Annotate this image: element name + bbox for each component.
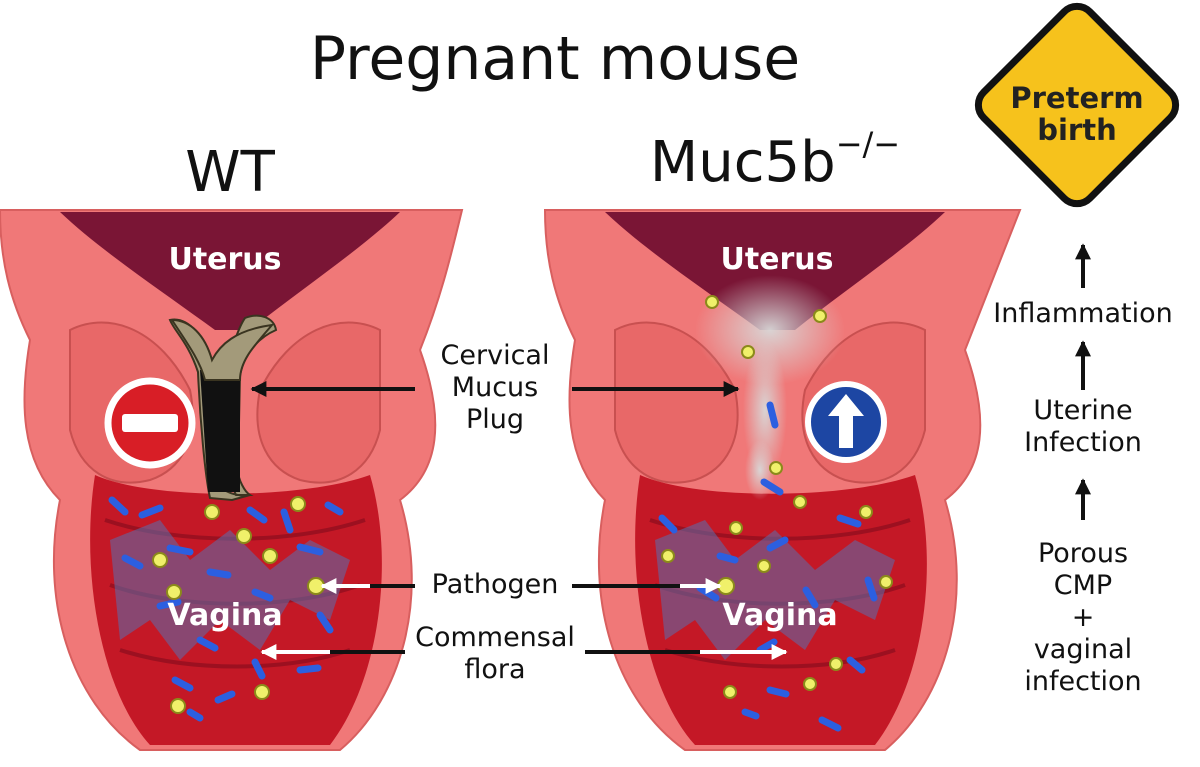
cause-line-2: CMP — [1053, 570, 1113, 601]
uterine-infection-label: Uterine Infection — [1003, 395, 1163, 459]
cervical-mucus-plug-label: Cervical Mucus Plug — [415, 340, 575, 436]
commensal-flora-label: Commensal flora — [405, 622, 585, 686]
ko-condition-label: Muc5b−/− — [640, 125, 910, 195]
ko-reproductive-tract — [543, 209, 1022, 751]
pathogens — [152, 295, 893, 714]
ko-cervix-left-lobe — [614, 321, 739, 484]
wt-uterine-cavity — [60, 212, 400, 330]
wt-reproductive-tract — [0, 209, 464, 751]
page-title: Pregnant mouse — [309, 24, 801, 94]
cause-line-4: vaginal — [1033, 634, 1133, 665]
ko-vagina-label: Vagina — [722, 598, 838, 633]
uterine-infection-line-1: Uterine — [1033, 395, 1133, 426]
wt-mucosal-folds — [110, 520, 350, 660]
plug-label-line-2: Mucus — [451, 372, 539, 403]
cause-line-3: + — [1071, 602, 1095, 633]
wt-uterus-label: Uterus — [168, 242, 282, 277]
porous-cmp-label: Porous CMP + vaginal infection — [1003, 538, 1163, 698]
inflammation-label: Inflammation — [993, 298, 1173, 329]
uterine-infection-line-2: Infection — [1024, 427, 1142, 458]
flora-label-line-1: Commensal — [415, 622, 575, 653]
sign-line-1: Preterm — [1010, 81, 1144, 115]
wt-vagina-label: Vagina — [167, 598, 283, 633]
up-arrow-sign-icon — [805, 381, 887, 463]
ko-genotype-superscript: −/− — [835, 125, 901, 164]
warning-diamond-icon — [974, 2, 1180, 208]
sign-line-2: birth — [1037, 113, 1117, 147]
ko-uterus-label: Uterus — [720, 242, 834, 277]
commensal-flora — [108, 401, 878, 732]
ko-mucosal-folds — [655, 520, 895, 660]
cause-line-5: infection — [1024, 666, 1142, 697]
ko-gene-name: Muc5b — [649, 130, 836, 195]
ko-porous-plug-mist — [695, 275, 845, 385]
pointer-arrows — [250, 381, 788, 660]
no-entry-icon — [104, 377, 196, 469]
ko-uterine-cavity — [605, 212, 945, 330]
cause-line-1: Porous — [1037, 538, 1129, 569]
preterm-birth-label: Preterm birth — [1007, 82, 1147, 146]
plug-label-line-3: Plug — [465, 404, 525, 435]
wt-condition-label: WT — [185, 140, 275, 205]
plug-label-line-1: Cervical — [440, 340, 550, 371]
wt-cervix-right-lobe — [256, 321, 381, 484]
pathogen-label: Pathogen — [431, 569, 559, 600]
flora-label-line-2: flora — [464, 654, 526, 685]
